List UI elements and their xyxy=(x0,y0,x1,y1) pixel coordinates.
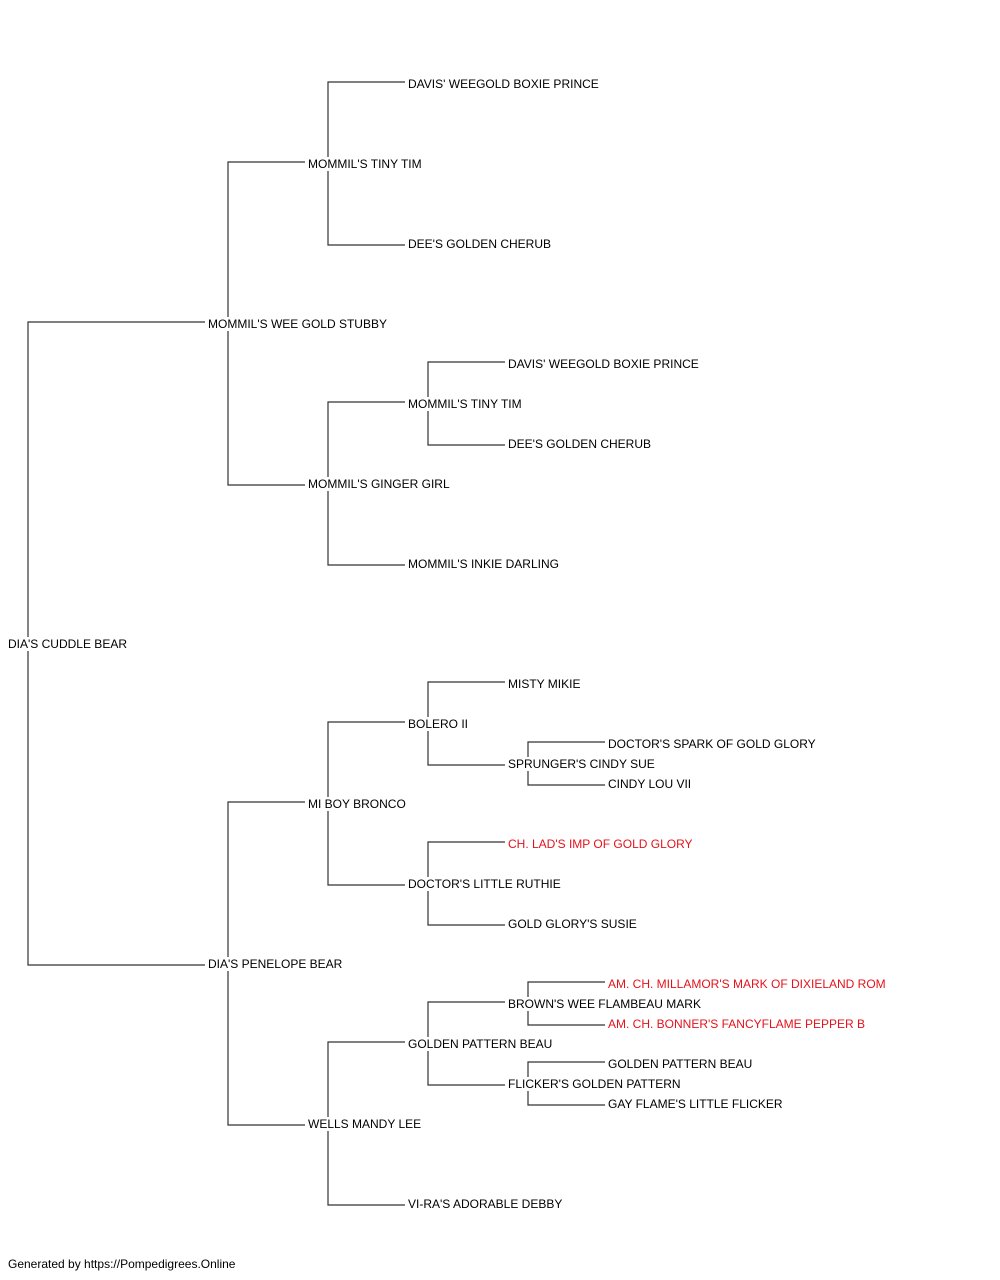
ancestor-name: DAVIS' WEEGOLD BOXIE PRINCE xyxy=(508,357,699,371)
ancestor-name: GOLDEN PATTERN BEAU xyxy=(608,1057,753,1071)
ancestor-name: MISTY MIKIE xyxy=(508,677,581,691)
ancestor-name: FLICKER'S GOLDEN PATTERN xyxy=(508,1077,681,1091)
ancestor-name: MOMMIL'S INKIE DARLING xyxy=(408,557,559,571)
sire-name: MOMMIL'S WEE GOLD STUBBY xyxy=(208,317,387,331)
ancestor-name: VI-RA'S ADORABLE DEBBY xyxy=(408,1197,563,1211)
ancestor-name: GOLDEN PATTERN BEAU xyxy=(408,1037,553,1051)
ancestor-name: SPRUNGER'S CINDY SUE xyxy=(508,757,655,771)
ancestor-name: GOLD GLORY'S SUSIE xyxy=(508,917,637,931)
paternal-grandsire-name: MOMMIL'S TINY TIM xyxy=(308,157,422,171)
ancestor-name: BOLERO II xyxy=(408,717,469,731)
ancestor-name: BROWN'S WEE FLAMBEAU MARK xyxy=(508,997,701,1011)
subject-name: DIA'S CUDDLE BEAR xyxy=(8,637,127,651)
ancestor-name: MOMMIL'S TINY TIM xyxy=(408,397,522,411)
ancestor-name: DOCTOR'S SPARK OF GOLD GLORY xyxy=(608,737,816,751)
paternal-granddam-name: MOMMIL'S GINGER GIRL xyxy=(308,477,450,491)
ancestor-name: GAY FLAME'S LITTLE FLICKER xyxy=(608,1097,783,1111)
champion-ancestor-name: AM. CH. BONNER'S FANCYFLAME PEPPER B xyxy=(608,1017,866,1031)
ancestor-name: CINDY LOU VII xyxy=(608,777,692,791)
champion-ancestor-name: CH. LAD'S IMP OF GOLD GLORY xyxy=(508,837,693,851)
ancestor-name: DEE'S GOLDEN CHERUB xyxy=(508,437,651,451)
maternal-grandsire-name: MI BOY BRONCO xyxy=(308,797,406,811)
generated-by-footer: Generated by https://Pompedigrees.Online xyxy=(8,1257,236,1271)
dam-name: DIA'S PENELOPE BEAR xyxy=(208,957,343,971)
ancestor-name: DEE'S GOLDEN CHERUB xyxy=(408,237,551,251)
ancestor-name: DAVIS' WEEGOLD BOXIE PRINCE xyxy=(408,77,599,91)
champion-ancestor-name: AM. CH. MILLAMOR'S MARK OF DIXIELAND ROM xyxy=(608,977,886,991)
maternal-granddam-name: WELLS MANDY LEE xyxy=(308,1117,422,1131)
ancestor-name: DOCTOR'S LITTLE RUTHIE xyxy=(408,877,561,891)
